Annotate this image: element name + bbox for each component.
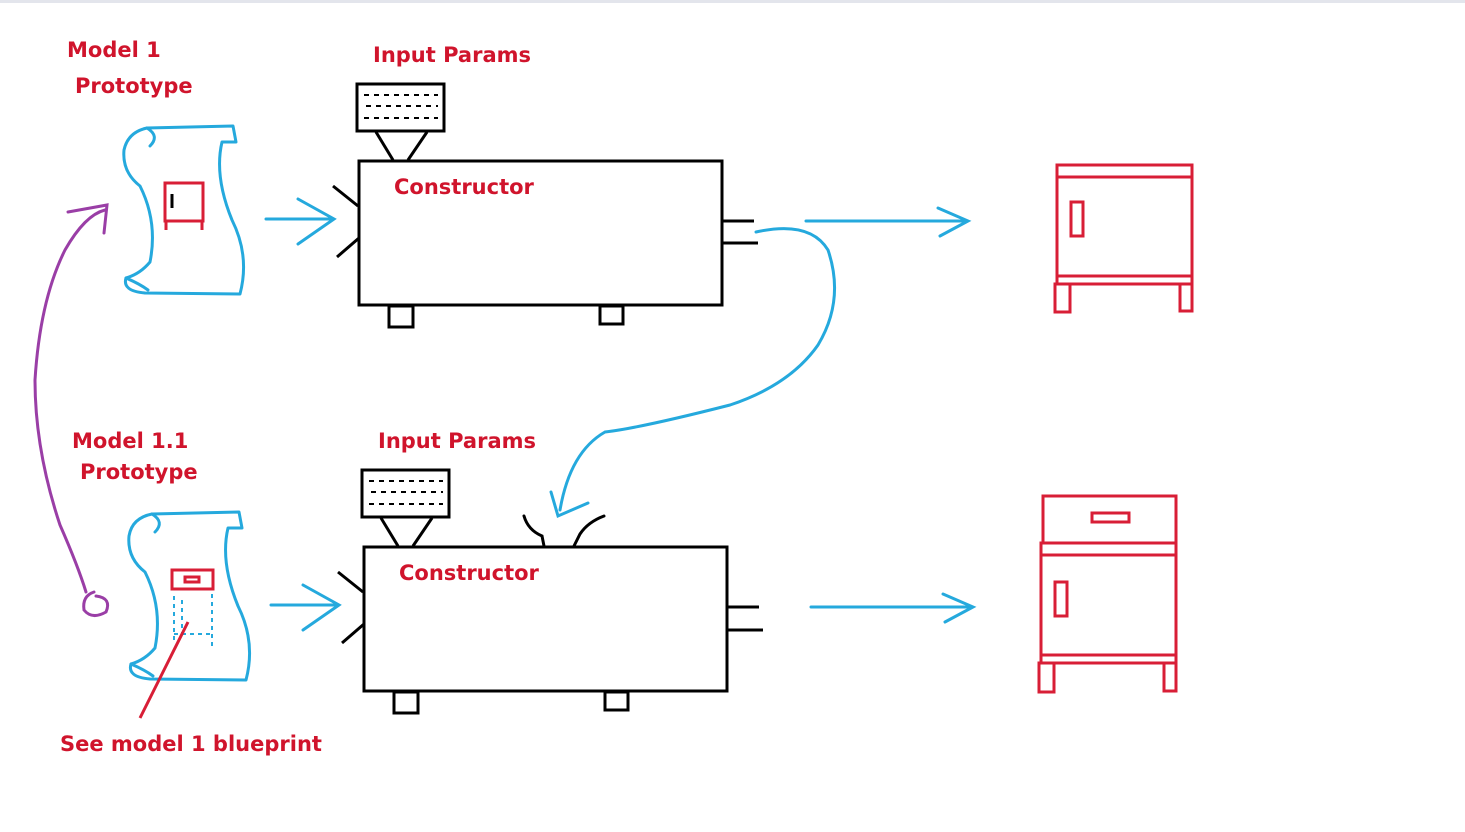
- input-params-1-label: Input Params: [373, 43, 532, 67]
- arrow-prototype-to-constructor-2: [269, 583, 342, 632]
- constructor-2-label: Constructor: [399, 561, 539, 585]
- arrow-constructor-to-cabinet-1: [804, 206, 972, 238]
- prototype-1-cabinet-icon: [163, 181, 205, 230]
- prototype-2-label: Prototype: [80, 460, 198, 484]
- output-cabinet-1: [1053, 163, 1194, 314]
- constructor-1-label: Constructor: [394, 175, 534, 199]
- see-blueprint-label: See model 1 blueprint: [60, 732, 322, 756]
- input-params-funnel-2: [379, 517, 434, 547]
- input-params-funnel-1: [374, 131, 429, 161]
- prototype-scroll-1: [122, 124, 246, 296]
- constructor-machine-2: [337, 545, 763, 715]
- prototype-2-drawer-icon: [170, 568, 215, 591]
- constructor-2-top-input: [522, 514, 606, 548]
- input-params-2-label: Input Params: [378, 429, 537, 453]
- prototype-1-label: Prototype: [75, 74, 193, 98]
- prototype-2-dashed-outline: [173, 594, 213, 648]
- input-params-box-1: [355, 82, 446, 133]
- arrow-constructor-to-cabinet-2: [809, 592, 977, 624]
- output-cabinet-2: [1037, 494, 1178, 694]
- arrow-prototype-to-constructor-1: [264, 197, 337, 246]
- arrow-constructor-1-to-constructor-2: [549, 227, 837, 519]
- input-params-box-2: [360, 468, 451, 519]
- arrow-prototype-relation: [33, 203, 110, 617]
- blueprint-pointer-line: [138, 621, 190, 719]
- constructor-machine-1: [332, 159, 758, 329]
- prototype-scroll-2: [127, 510, 252, 682]
- window-top-border: [0, 0, 1465, 3]
- model-1-1-label: Model 1.1: [72, 429, 189, 453]
- model-1-label: Model 1: [67, 38, 161, 62]
